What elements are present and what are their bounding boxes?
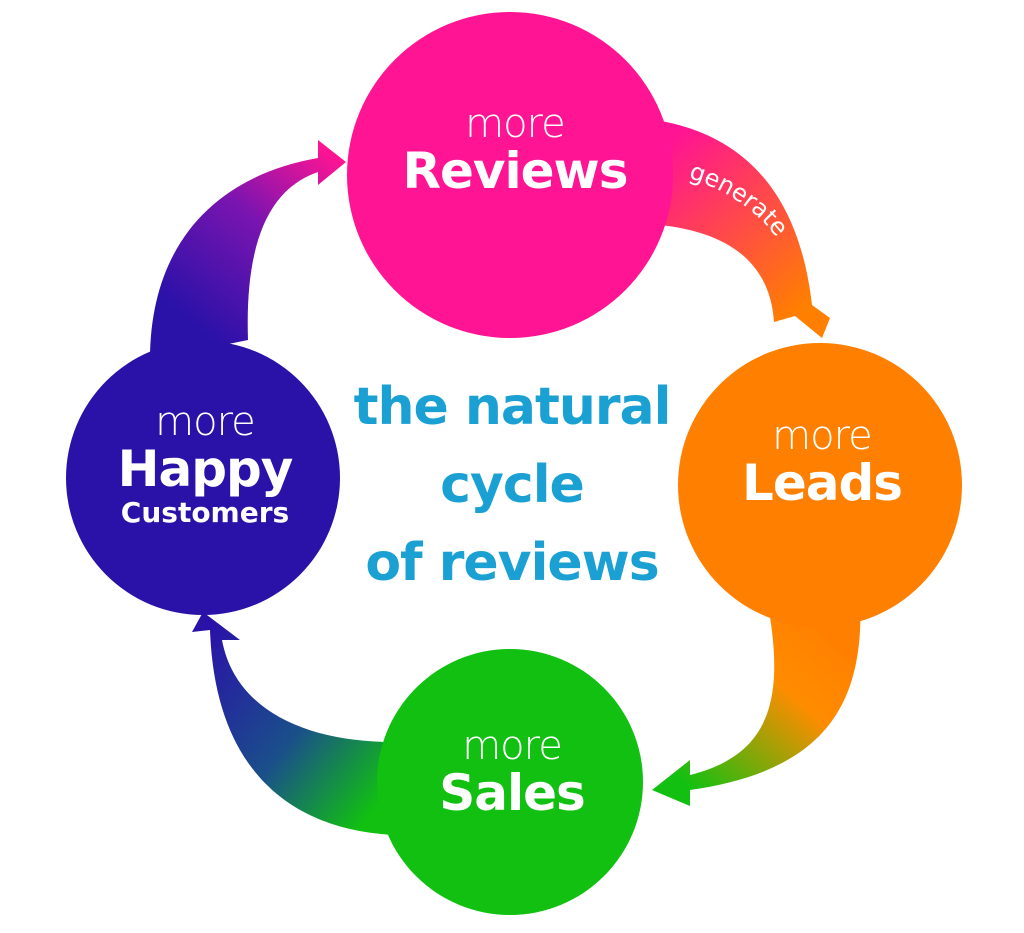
sales-label: more Sales [439, 722, 586, 822]
leads-more-text: more [772, 412, 873, 459]
leads-title-text: Leads [741, 453, 903, 512]
arrow-sales-to-customers [192, 612, 395, 835]
reviews-more-text: more [465, 100, 566, 147]
leads-label: more Leads [741, 412, 903, 512]
leads-circle [678, 343, 962, 627]
reviews-circle [347, 12, 673, 338]
reviews-label: more Reviews [402, 100, 628, 200]
title-line-3: of reviews [365, 533, 659, 593]
title-line-1: the natural [353, 377, 672, 437]
center-title: the natural cycle of reviews [353, 368, 672, 602]
title-line-2: cycle [440, 455, 585, 515]
customers-title-text: Happy [117, 439, 294, 498]
arrow-leads-to-sales [652, 595, 861, 806]
customers-more-text: more [155, 398, 256, 445]
arrow-customers-to-reviews [150, 140, 346, 360]
sales-more-text: more [462, 722, 563, 769]
sales-title-text: Sales [439, 763, 586, 822]
customers-circle [66, 341, 340, 615]
arrow-reviews-to-leads [655, 120, 830, 338]
sales-circle [377, 649, 643, 915]
customers-label: more Happy Customers [117, 398, 294, 529]
reviews-title-text: Reviews [402, 141, 628, 200]
customers-subtitle-text: Customers [120, 495, 290, 529]
